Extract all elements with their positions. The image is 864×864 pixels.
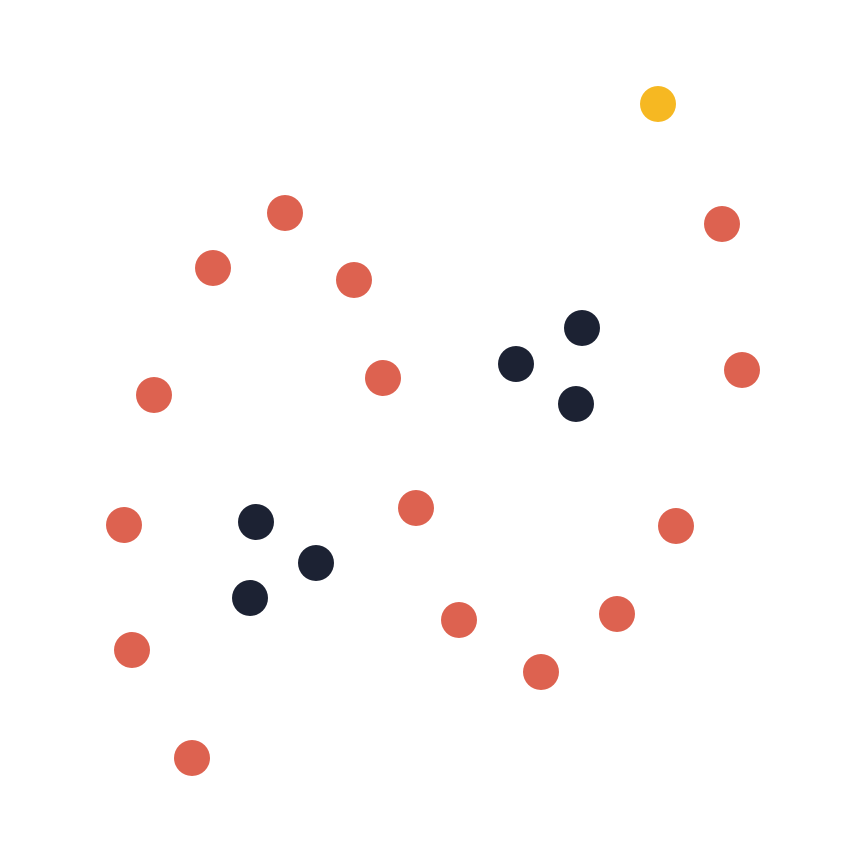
coral-dot	[136, 377, 172, 413]
coral-dot	[523, 654, 559, 690]
coral-dot	[106, 507, 142, 543]
coral-dot	[724, 352, 760, 388]
coral-dot	[658, 508, 694, 544]
coral-dot	[704, 206, 740, 242]
coral-dot	[195, 250, 231, 286]
navy-dot	[298, 545, 334, 581]
gold-dot	[640, 86, 676, 122]
coral-dot	[365, 360, 401, 396]
coral-dot	[398, 490, 434, 526]
coral-dot	[174, 740, 210, 776]
coral-dot	[599, 596, 635, 632]
navy-dot	[558, 386, 594, 422]
navy-dot	[498, 346, 534, 382]
navy-dot	[238, 504, 274, 540]
coral-dot	[114, 632, 150, 668]
navy-dot	[232, 580, 268, 616]
navy-dot	[564, 310, 600, 346]
coral-dot	[267, 195, 303, 231]
coral-dot	[336, 262, 372, 298]
coral-dot	[441, 602, 477, 638]
